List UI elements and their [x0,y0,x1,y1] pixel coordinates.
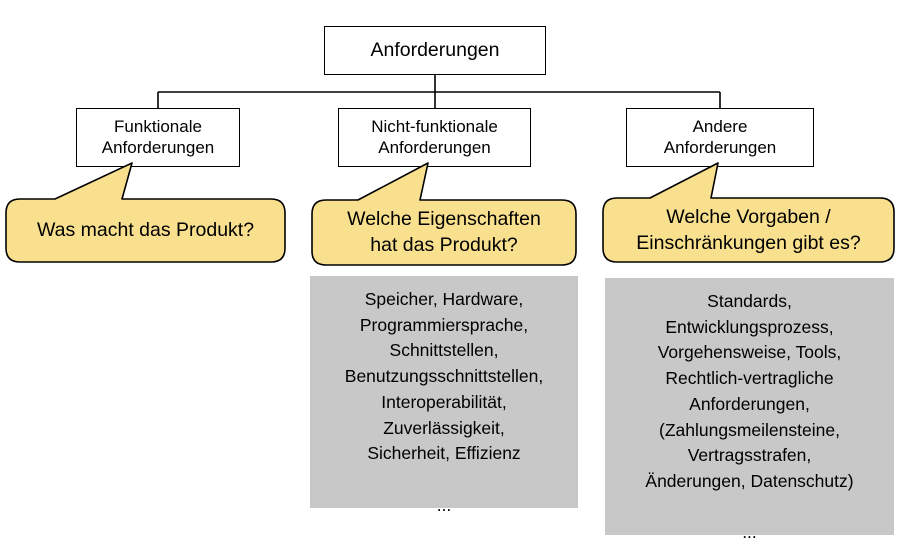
callout-bubble-nicht-funktionale-shape [311,162,577,266]
details-panel-andere: Standards, Entwicklungsprozess, Vorgehen… [605,278,894,542]
callout-bubble-andere-shape [602,162,895,263]
node-andere-anforderungen-label: Andere Anforderungen [663,117,777,157]
callout-bubble-funktionale-shape [5,162,286,263]
details-panel-nicht-funktionale-text: Speicher, Hardware, Programmiersprache, … [344,289,544,515]
node-anforderungen-label: Anforderungen [370,39,500,61]
node-anforderungen: Anforderungen [324,26,546,75]
node-nicht-funktionale-anforderungen: Nicht-funktionale Anforderungen [338,108,531,167]
details-panel-andere-text: Standards, Entwicklungsprozess, Vorgehen… [645,291,854,543]
node-funktionale-anforderungen: Funktionale Anforderungen [76,108,240,167]
details-panel-nicht-funktionale: Speicher, Hardware, Programmiersprache, … [310,276,578,515]
node-funktionale-anforderungen-label: Funktionale Anforderungen [101,117,215,157]
node-andere-anforderungen: Andere Anforderungen [626,108,814,167]
node-nicht-funktionale-anforderungen-label: Nicht-funktionale Anforderungen [371,117,498,157]
